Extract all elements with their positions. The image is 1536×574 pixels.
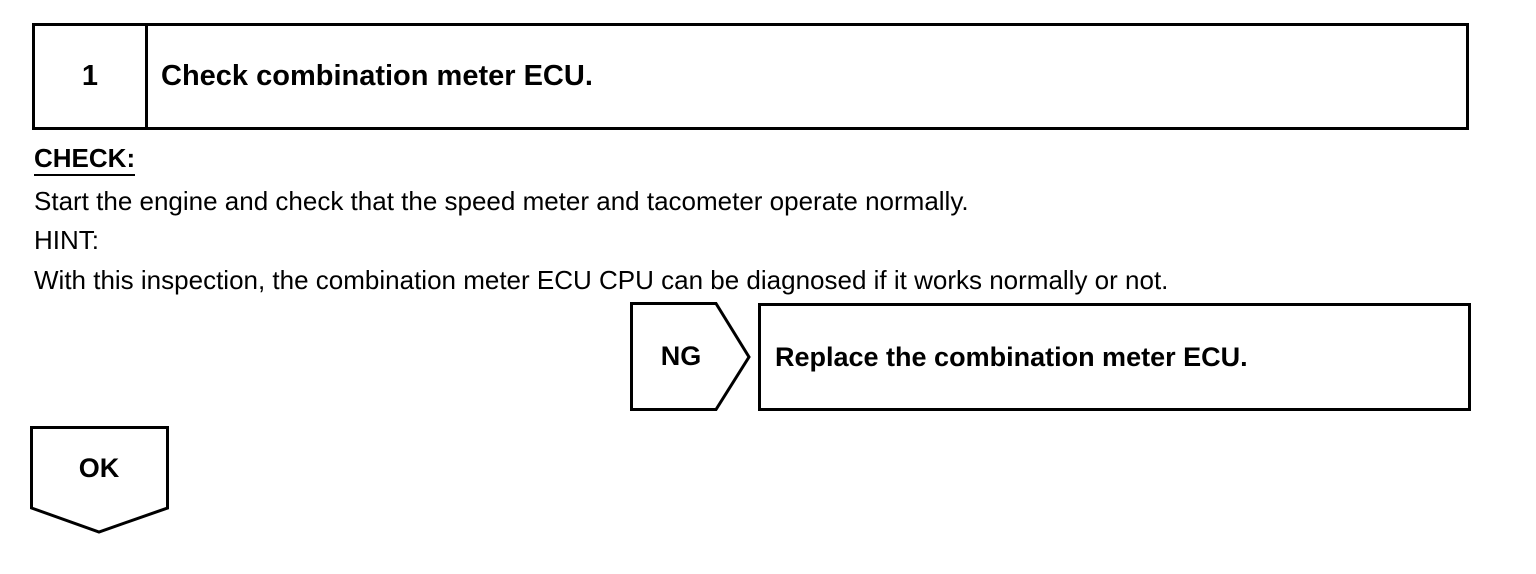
step-title: Check combination meter ECU.	[161, 60, 593, 92]
ok-arrow-tag	[30, 426, 169, 534]
ok-label: OK	[78, 452, 120, 483]
hint-label: HINT:	[34, 225, 99, 255]
ng-action-text: Replace the combination meter ECU.	[775, 341, 1248, 372]
check-instruction: Start the engine and check that the spee…	[34, 186, 969, 216]
ng-arrow-tag	[630, 302, 751, 411]
ng-action-box: Replace the combination meter ECU.	[758, 303, 1471, 411]
hint-text: With this inspection, the combination me…	[34, 265, 1169, 295]
step-number: 1	[35, 26, 148, 127]
step-header-box: 1 Check combination meter ECU.	[32, 23, 1469, 130]
ng-label: NG	[660, 341, 702, 371]
check-heading: CHECK:	[34, 142, 136, 176]
